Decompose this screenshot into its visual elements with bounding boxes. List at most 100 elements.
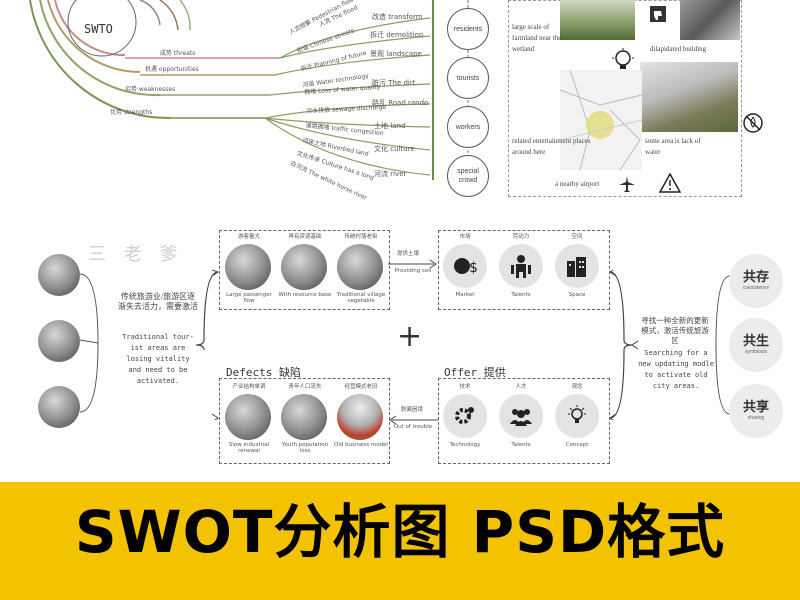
gear-icon <box>443 394 487 438</box>
left-photo-3 <box>38 386 80 428</box>
market-title-3: 空间 <box>571 234 583 240</box>
defects-caption-1: Slow industrial renewal <box>228 442 270 454</box>
resource-photo-3 <box>337 244 383 290</box>
swot-row-threats: 成势 threats <box>160 50 196 57</box>
sharing-en: sharing <box>747 415 765 421</box>
bar-label-dirt: 脏污 The dirt <box>372 79 416 87</box>
bar-label-landscape: 景观 landscape <box>370 50 422 58</box>
symbiosis-en: symbiosis <box>745 349 767 355</box>
bar-label-river: 河流 river <box>374 170 407 178</box>
plus-sign: + <box>397 319 423 354</box>
symbiosis-circle: 共生 symbiosis <box>729 318 783 372</box>
resource-title-3: 传统村落老街 <box>344 234 378 240</box>
resource-caption-3: Traditional village vegetable <box>336 292 386 304</box>
resource-caption-2: With resource base <box>278 292 332 298</box>
resource-box <box>219 230 390 310</box>
offer-box <box>438 378 610 464</box>
stakeholder-tourists: tourists <box>447 57 489 99</box>
caption-water: some area is lack of water <box>645 137 701 156</box>
offer-caption-3: Concept <box>565 442 589 448</box>
swot-row-weaknesses: 劣势 weaknesses <box>125 86 176 93</box>
resource-title-1: 游客量大 <box>237 234 260 240</box>
defects-photo-1 <box>225 394 271 440</box>
sharing-circle: 共享 sharing <box>729 384 783 438</box>
farmland-photo <box>560 0 635 40</box>
watermark: 三 老 爹 <box>88 244 184 265</box>
left-text-en: Traditional tour-ist areas are losing vi… <box>122 333 194 385</box>
swot-row-strengths: 优势 strengths <box>110 109 153 116</box>
resource-photo-1 <box>225 244 271 290</box>
right-text-en: Searching for a new updating modle to ac… <box>638 349 714 390</box>
coexistence-en: coexistence <box>742 285 770 291</box>
swot-center-label: SWTO <box>84 22 113 36</box>
coexistence-circle: 共存 coexistence <box>729 254 783 308</box>
outof-arrow <box>389 415 438 425</box>
providing-arrow <box>388 259 437 269</box>
offer-title-2: 人才 <box>515 384 527 390</box>
outof-label-cn: 脱离困境 <box>400 407 423 413</box>
market-caption-2: Talents <box>511 292 531 298</box>
warning-icon <box>658 172 682 193</box>
svg-text:$: $ <box>469 260 478 276</box>
talents-worker-icon <box>499 244 543 288</box>
offer-title-3: 观念 <box>571 384 583 390</box>
market-caption-3: Space <box>568 292 586 298</box>
left-text-cn: 传统旅游业/旅游区逐渐失去活力，需要激活 <box>118 292 198 311</box>
bar-label-culture: 文化 culture <box>374 145 415 153</box>
banner-title: SWOT分析图 PSD格式 <box>74 498 726 566</box>
defects-box <box>219 378 390 464</box>
stakeholder-special-crowd: special crowd <box>447 155 489 197</box>
stakeholder-residents: residents <box>447 8 489 50</box>
right-text-cn: 寻找一种全新的更新模式，激活传统旅游区 <box>641 316 709 345</box>
map-sketch <box>560 70 642 170</box>
title-banner <box>0 482 800 600</box>
defects-title-2: 青年人口流失 <box>288 384 322 390</box>
caption-entertainment: related entertainment places around here <box>512 137 591 156</box>
left-bracket <box>80 273 99 413</box>
defects-caption-2: Youth population loss <box>281 442 329 454</box>
building-photo <box>680 0 740 40</box>
symbiosis-cn: 共生 <box>742 334 769 349</box>
space-building-icon <box>555 244 599 288</box>
thumbs-down-icon <box>650 6 666 22</box>
bar-axis <box>432 0 434 180</box>
swot-arc-diagram <box>29 0 431 176</box>
coexistence-cn: 共存 <box>742 270 769 285</box>
bar-label-demolition: 拆迁 demolition <box>370 31 424 39</box>
market-box <box>438 230 610 310</box>
dry-area-photo <box>640 62 738 132</box>
defects-caption-3: Old business model <box>334 442 388 448</box>
defects-title: Defects 缺陷 <box>226 366 301 379</box>
far-right-bracket <box>715 275 731 415</box>
stakeholder-workers: workers <box>447 106 489 148</box>
defects-photo-3 <box>337 394 383 440</box>
market-title-2: 劳动力 <box>512 234 530 240</box>
offer-title-1: 技术 <box>459 384 471 390</box>
left-photo-1 <box>38 254 80 296</box>
resource-caption-1: Large passenger flow <box>226 292 272 304</box>
left-photo-2 <box>38 320 80 362</box>
offer-caption-1: Technology <box>449 442 481 448</box>
offer-caption-2: Talents <box>511 442 531 448</box>
left-brace <box>196 270 220 420</box>
caption-dilapidated: dilapidated building <box>650 45 707 53</box>
providing-label-cn: 提供土壤 <box>396 251 419 257</box>
lightbulb-icon <box>612 48 634 69</box>
swot-row-opportunities: 机遇 opportunities <box>145 66 199 73</box>
resource-title-2: 再有资源基础 <box>288 234 322 240</box>
market-icon: $ <box>443 244 487 288</box>
airplane-icon <box>619 176 635 192</box>
providing-label-en: Providing soil <box>394 268 432 274</box>
defects-title-1: 产业结构单调 <box>232 384 266 390</box>
market-title-1: 市场 <box>459 234 471 240</box>
sharing-cn: 共享 <box>742 400 769 415</box>
right-brace <box>610 270 639 420</box>
caption-airport: a nearby airport <box>555 180 600 188</box>
bar-label-land: 土地 land <box>374 122 406 130</box>
bar-label-road: 路乱 Road rando <box>372 99 429 107</box>
defects-title-3: 经营模式老旧 <box>344 384 378 390</box>
offer-title: Offer 提供 <box>444 366 506 379</box>
caption-farmland: large scale of farmland near the wetland <box>512 23 562 53</box>
defects-photo-2 <box>281 394 327 440</box>
market-caption-1: Market <box>455 292 475 298</box>
